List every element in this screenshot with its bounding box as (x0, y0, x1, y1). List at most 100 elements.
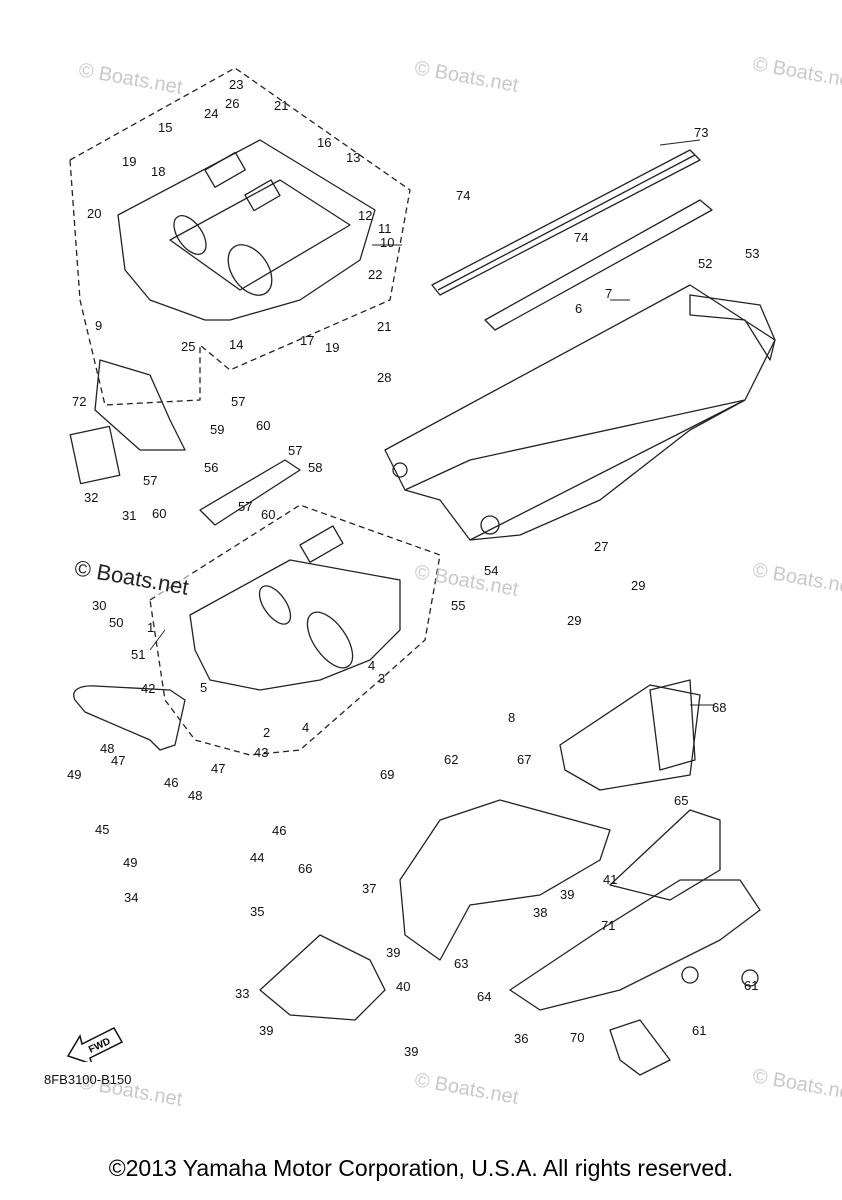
callout-66: 66 (298, 861, 312, 876)
tunnel (384, 284, 776, 541)
callout-36: 36 (514, 1031, 528, 1046)
callout-29: 29 (631, 578, 645, 593)
callout-4: 4 (302, 720, 309, 735)
callout-72: 72 (72, 394, 86, 409)
panel-67 (559, 684, 701, 791)
callout-4: 4 (368, 658, 375, 673)
panel-68 (649, 679, 696, 771)
callout-19: 19 (122, 154, 136, 169)
callout-54: 54 (484, 563, 498, 578)
callout-31: 31 (122, 508, 136, 523)
callout-67: 67 (517, 752, 531, 767)
callout-34: 34 (124, 890, 138, 905)
callout-39: 39 (560, 887, 574, 902)
callout-13: 13 (346, 150, 360, 165)
forward-arrow-icon: FWD (66, 1027, 124, 1062)
callout-21: 21 (377, 319, 391, 334)
callout-53: 53 (745, 246, 759, 261)
callout-25: 25 (181, 339, 195, 354)
callout-51: 51 (131, 647, 145, 662)
callout-1: 1 (147, 620, 154, 635)
callout-7: 7 (605, 286, 612, 301)
callout-8: 8 (508, 710, 515, 725)
callout-61: 61 (744, 978, 758, 993)
lower-frame-group-outline (149, 504, 441, 756)
callout-46: 46 (164, 775, 178, 790)
callout-23: 23 (229, 77, 243, 92)
skid-plate-33 (259, 934, 386, 1021)
callout-2: 2 (263, 725, 270, 740)
callout-41: 41 (603, 872, 617, 887)
callout-44: 44 (250, 850, 264, 865)
callout-32: 32 (84, 490, 98, 505)
callout-10: 10 (380, 235, 394, 250)
callout-40: 40 (396, 979, 410, 994)
callout-33: 33 (235, 986, 249, 1001)
callout-11: 11 (378, 221, 392, 236)
callout-60: 60 (261, 507, 275, 522)
callout-17: 17 (300, 333, 314, 348)
callout-69: 69 (380, 767, 394, 782)
callout-71: 71 (601, 918, 615, 933)
callout-49: 49 (123, 855, 137, 870)
callout-18: 18 (151, 164, 165, 179)
callout-57: 57 (238, 499, 252, 514)
callout-29: 29 (567, 613, 581, 628)
callout-labels: 1234456789101112131415161718191920212122… (67, 77, 759, 1059)
callout-65: 65 (674, 793, 688, 808)
callout-16: 16 (317, 135, 331, 150)
lower-frame (189, 559, 401, 691)
callout-35: 35 (250, 904, 264, 919)
callout-27: 27 (594, 539, 608, 554)
callout-14: 14 (229, 337, 243, 352)
callout-58: 58 (308, 460, 322, 475)
callout-42: 42 (141, 681, 155, 696)
bumper-42 (73, 685, 186, 751)
callout-57: 57 (288, 443, 302, 458)
callout-70: 70 (570, 1030, 584, 1045)
upper-frame (117, 139, 376, 321)
callout-48: 48 (100, 741, 114, 756)
callout-45: 45 (95, 822, 109, 837)
plate-72 (69, 425, 121, 485)
rail-73 (431, 149, 701, 296)
copyright-notice: ©2013 Yamaha Motor Corporation, U.S.A. A… (108, 1155, 734, 1181)
callout-55: 55 (451, 598, 465, 613)
callout-49: 49 (67, 767, 81, 782)
callout-68: 68 (712, 700, 726, 715)
callout-24: 24 (204, 106, 218, 121)
callout-28: 28 (377, 370, 391, 385)
callout-43: 43 (254, 745, 268, 760)
callout-15: 15 (158, 120, 172, 135)
callout-19: 19 (325, 340, 339, 355)
callout-64: 64 (477, 989, 491, 1004)
upper-frame-group-outline (69, 67, 411, 406)
callout-47: 47 (211, 761, 225, 776)
callout-57: 57 (231, 394, 245, 409)
callout-63: 63 (454, 956, 468, 971)
callout-26: 26 (225, 96, 239, 111)
callout-39: 39 (386, 945, 400, 960)
callout-50: 50 (109, 615, 123, 630)
callout-3: 3 (378, 671, 385, 686)
callout-30: 30 (92, 598, 106, 613)
callout-60: 60 (256, 418, 270, 433)
callout-22: 22 (368, 267, 382, 282)
bottom-pan-37 (399, 799, 611, 961)
callout-73: 73 (694, 125, 708, 140)
diagram-code: 8FB3100-B150 (44, 1072, 132, 1087)
belly-guard-36 (509, 879, 761, 1011)
callout-38: 38 (533, 905, 547, 920)
callout-60: 60 (152, 506, 166, 521)
callout-74: 74 (456, 188, 470, 203)
callout-57: 57 (143, 473, 157, 488)
callout-6: 6 (575, 301, 582, 316)
callout-39: 39 (404, 1044, 418, 1059)
callout-52: 52 (698, 256, 712, 271)
side-bracket-9 (94, 359, 186, 451)
callout-20: 20 (87, 206, 101, 221)
callout-59: 59 (210, 422, 224, 437)
callout-39: 39 (259, 1023, 273, 1038)
